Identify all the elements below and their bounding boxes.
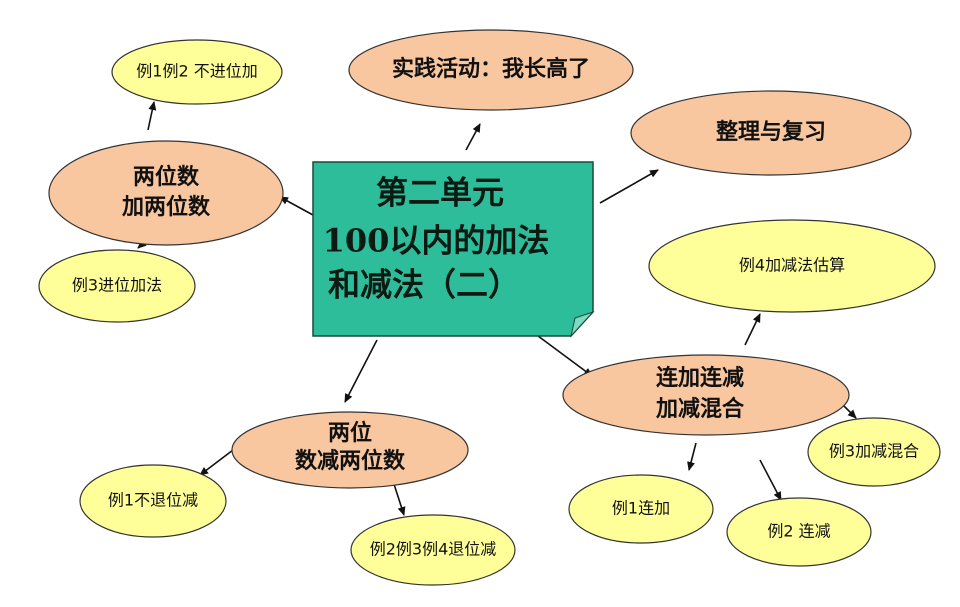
node-mixed-ex4-label: 例4加减法估算 xyxy=(739,256,845,275)
node-add-ex12-label: 例1例2 不进位加 xyxy=(136,62,257,81)
node-add-line1: 两位数 xyxy=(133,164,200,190)
node-add-ex3-label: 例3进位加法 xyxy=(72,276,162,295)
center-title-line3: 和减法（二） xyxy=(328,266,520,304)
node-practice: 实践活动：我长高了 xyxy=(348,29,634,111)
node-add-ex3: 例3进位加法 xyxy=(38,249,196,323)
arrow xyxy=(344,339,378,403)
arrow xyxy=(147,101,157,131)
arrow xyxy=(529,329,593,377)
node-sub-ex234: 例2例3例4退位减 xyxy=(350,514,516,586)
center-title-line1: 第二单元 xyxy=(376,174,504,212)
node-sub-ex234-label: 例2例3例4退位减 xyxy=(370,540,497,559)
node-mixed: 连加连减 加减混合 xyxy=(562,354,850,436)
node-sub-two-digit: 两位 数减两位数 xyxy=(231,411,469,489)
arrow xyxy=(199,449,234,476)
node-practice-label: 实践活动：我长高了 xyxy=(392,56,590,82)
node-add-two-digit: 两位数 加两位数 xyxy=(48,140,284,246)
node-mixed-ex2-label: 例2 连减 xyxy=(767,522,830,541)
center-topic: 第二单元 100以内的加法 和减法（二） xyxy=(312,161,595,338)
node-mixed-ex1: 例1连加 xyxy=(568,474,714,544)
node-mixed-ex4: 例4加减法估算 xyxy=(648,219,936,313)
node-mixed-ex3: 例3加减混合 xyxy=(807,417,941,487)
node-add-ex12: 例1例2 不进位加 xyxy=(111,39,283,105)
center-title-line2: 100以内的加法 xyxy=(323,222,550,260)
node-review: 整理与复习 xyxy=(630,90,912,176)
node-sub-line2: 数减两位数 xyxy=(295,448,406,474)
node-sub-line1: 两位 xyxy=(328,420,372,446)
node-sub-ex1-label: 例1不退位减 xyxy=(108,491,198,510)
node-sub-ex1: 例1不退位减 xyxy=(79,464,227,538)
node-mixed-line2: 加减混合 xyxy=(655,396,745,422)
node-mixed-line1: 连加连减 xyxy=(656,365,744,391)
node-mixed-ex2: 例2 连减 xyxy=(726,497,872,567)
arrow xyxy=(599,169,659,204)
node-add-line2: 加两位数 xyxy=(121,194,211,220)
arrow xyxy=(744,313,761,346)
arrow xyxy=(465,123,481,151)
node-review-label: 整理与复习 xyxy=(716,119,826,145)
node-mixed-ex3-label: 例3加减混合 xyxy=(829,442,919,461)
arrow xyxy=(759,459,782,501)
node-mixed-ex1-label: 例1连加 xyxy=(612,499,670,518)
arrow xyxy=(279,196,314,216)
connector-arrows xyxy=(137,101,857,516)
arrow xyxy=(687,442,697,471)
